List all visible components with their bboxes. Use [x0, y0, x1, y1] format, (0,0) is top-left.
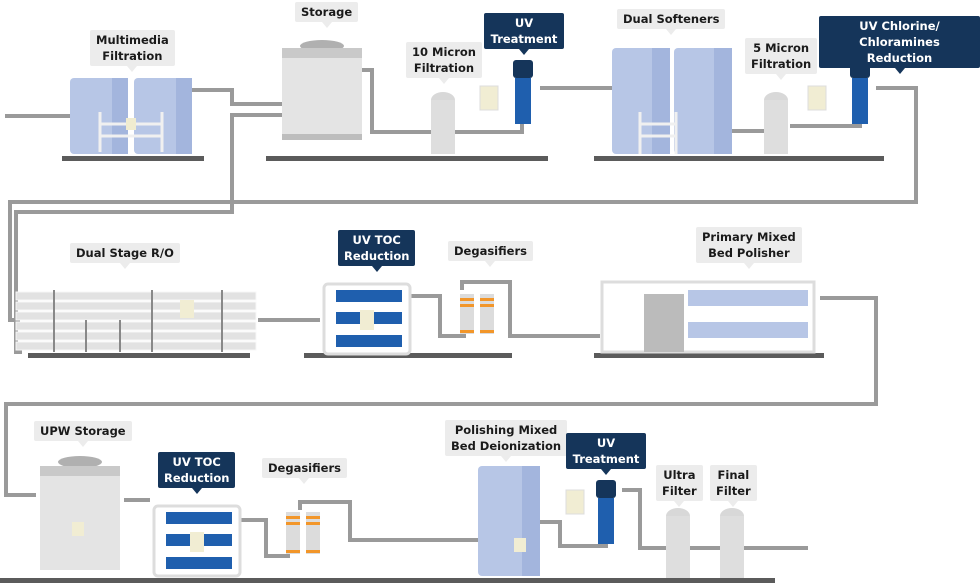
label-uv-toc-1: UV TOC Reduction: [338, 230, 416, 272]
primary-mixed-bed-polisher: [600, 280, 816, 354]
control-panel: [807, 85, 827, 111]
5-micron-filter: [764, 92, 788, 154]
label-degasifiers-1: Degasifiers: [448, 241, 533, 267]
pipe-mb-to-row3: [4, 296, 878, 497]
pipe-polish-to-uv: [540, 520, 608, 548]
label-5-micron-filtration: 5 Micron Filtration: [745, 38, 818, 80]
ro-membranes: [15, 290, 257, 352]
uv-toc-unit-2: [152, 504, 242, 578]
pipe-10micron-to-uv: [455, 124, 524, 134]
label-dual-stage-ro: Dual Stage R/O: [70, 243, 180, 269]
final-filter: [720, 508, 744, 578]
uv-unit-2: [850, 60, 870, 124]
degasifiers-1: [460, 294, 494, 334]
pipe-mm-to-storage: [192, 88, 283, 106]
skid-2: [266, 156, 548, 161]
control-panel: [565, 489, 585, 515]
pipe-degas-to-mb: [460, 280, 600, 338]
ultra-filter: [666, 508, 690, 578]
label-uv-toc-2: UV TOC Reduction: [158, 452, 236, 494]
softener-tanks: [612, 48, 732, 154]
pipe-5micron-to-uv: [790, 120, 862, 128]
label-final-filter: Final Filter: [710, 465, 757, 507]
label-dual-softeners: Dual Softeners: [617, 9, 726, 35]
pipe-degas2-to-polish: [298, 500, 478, 542]
uv-unit-1: [513, 60, 533, 124]
storage-tank: [282, 40, 362, 140]
upw-storage-tank: [40, 456, 120, 570]
skid-4: [28, 353, 250, 358]
pipe-uvtoc-to-degas: [410, 294, 466, 338]
10-micron-filter: [431, 92, 455, 154]
degasifiers-2: [286, 512, 320, 554]
skids: [0, 156, 884, 583]
skid-7: [0, 578, 775, 583]
label-uv-chlorine: UV Chlorine/ Chloramines Reduction: [819, 16, 980, 74]
label-polishing-mixed-bed: Polishing Mixed Bed Deionization: [445, 420, 568, 462]
label-multimedia-filtration: Multimedia Filtration: [90, 30, 175, 72]
pipes: [4, 68, 918, 558]
label-storage: Storage: [295, 2, 359, 28]
pipe-uvtoc-to-degas2: [240, 518, 290, 558]
label-uv-treatment-2: UV Treatment: [566, 433, 646, 475]
label-degasifiers-2: Degasifiers: [262, 458, 347, 484]
skid-1: [62, 156, 204, 161]
skid-5: [304, 353, 512, 358]
pipe-storage-down: [14, 113, 283, 354]
skid-3: [594, 156, 884, 161]
pipe-storage-to-10micron: [360, 68, 432, 134]
label-10-micron-filtration: 10 Micron Filtration: [406, 42, 482, 84]
skid-6: [594, 353, 824, 358]
control-panel: [479, 85, 499, 111]
uv-unit-3: [596, 480, 616, 544]
label-upw-storage: UPW Storage: [34, 421, 132, 447]
multimedia-filter-tanks: [70, 78, 192, 154]
label-uv-treatment-1: UV Treatment: [484, 13, 564, 55]
uv-toc-unit-1: [322, 282, 412, 356]
polishing-mixed-bed-tank: [478, 466, 540, 576]
pipe-uv-to-row2: [8, 86, 918, 322]
label-ultra-filter: Ultra Filter: [656, 465, 703, 507]
label-primary-mixed-bed: Primary Mixed Bed Polisher: [696, 227, 802, 269]
